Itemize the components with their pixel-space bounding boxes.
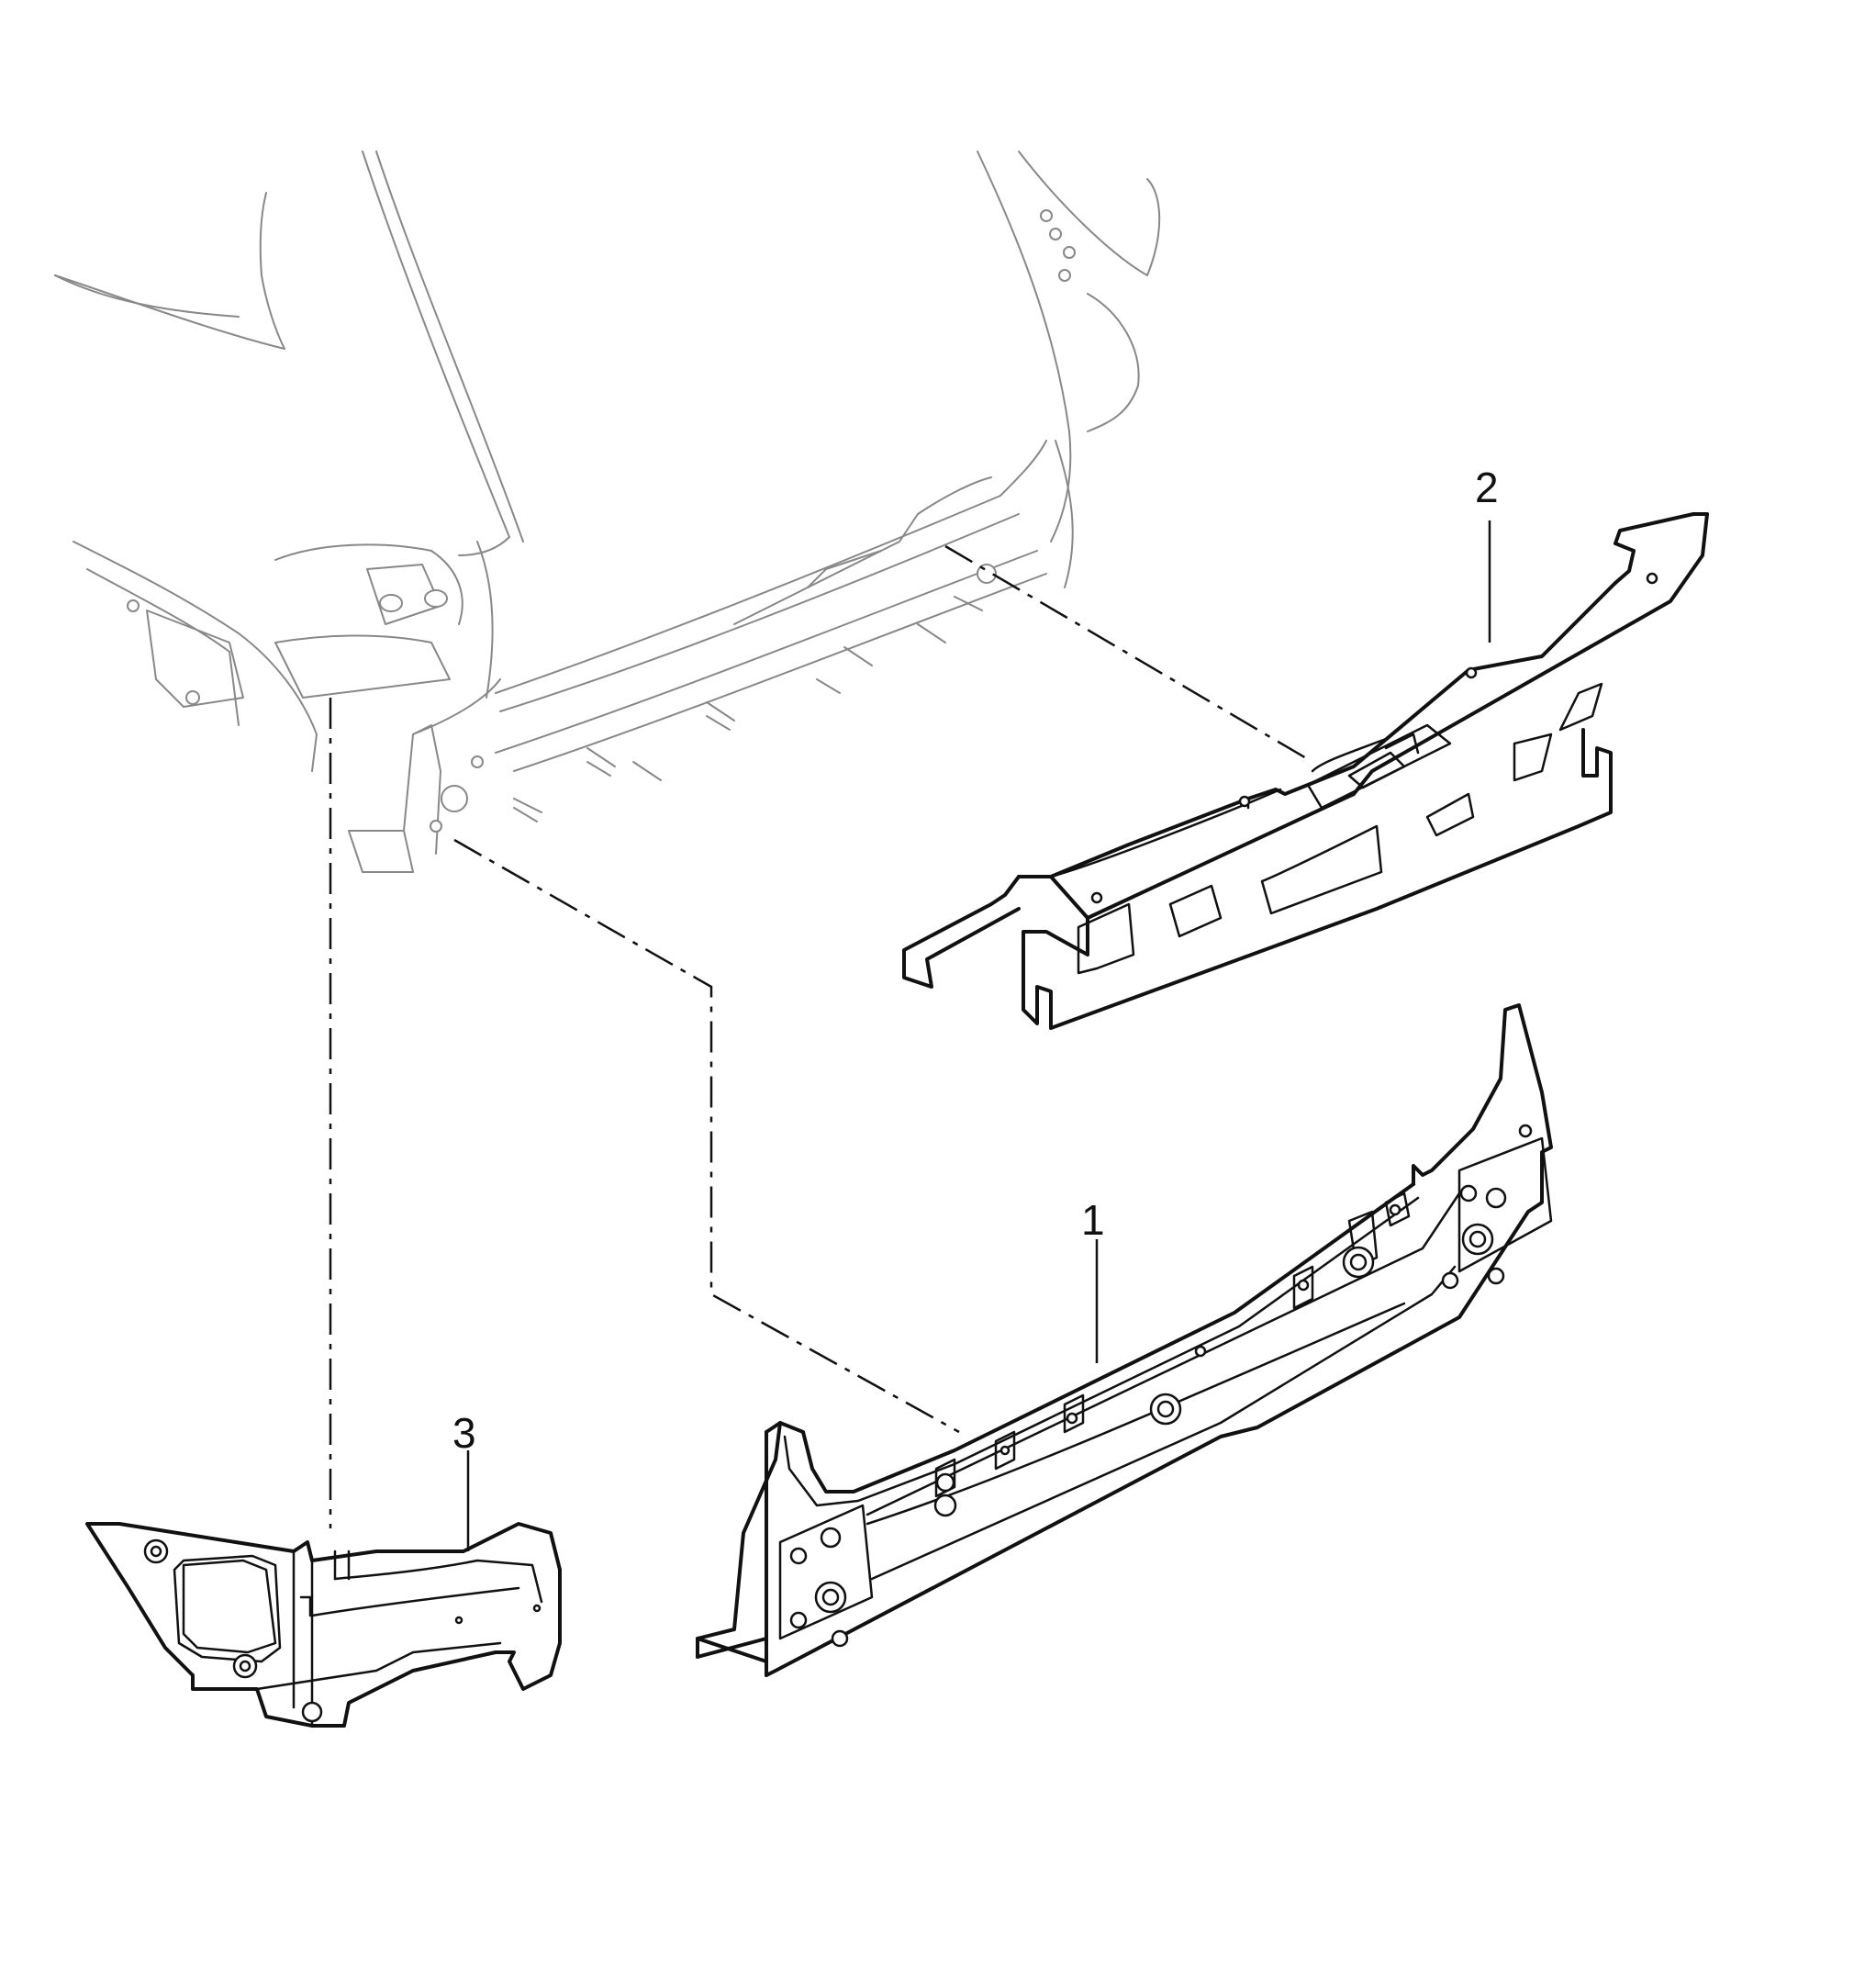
assembly-line-part1	[453, 838, 960, 1434]
vehicle-body-context	[54, 151, 1161, 873]
callout-3: 3	[452, 1409, 476, 1457]
assembly-line-part2	[944, 544, 1313, 764]
callout-1: 1	[1081, 1196, 1105, 1244]
part-2-cross-member: 2	[902, 464, 1709, 1030]
part-3-side-bracket: 3	[85, 1409, 562, 1728]
assembly-lines	[329, 544, 1313, 1528]
callout-2: 2	[1475, 464, 1499, 511]
part-1-rear-panel: 1	[696, 1003, 1553, 1677]
